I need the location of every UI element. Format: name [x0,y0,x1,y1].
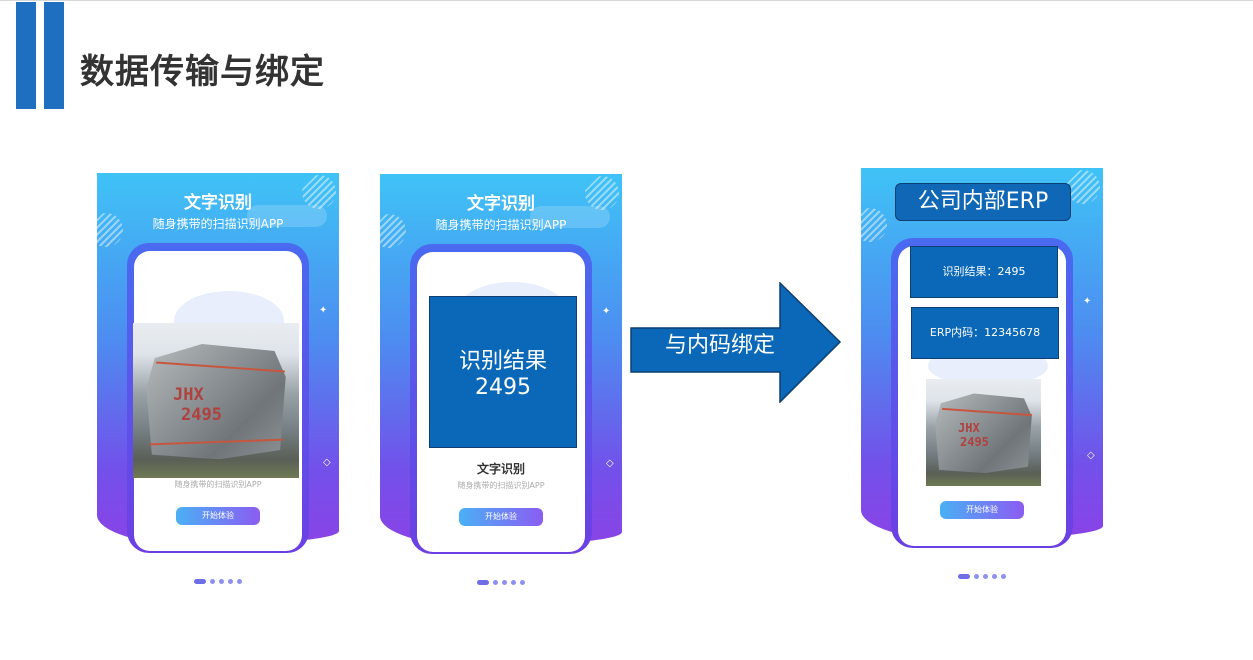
app-header-subtitle: 随身携带的扫描识别APP [435,218,567,232]
screen-subtitle: 随身携带的扫描识别APP [174,480,262,489]
result-text: 识别结果：2495 [942,265,1026,278]
start-button[interactable]: 开始体验 [459,508,543,526]
page-dot-active[interactable] [194,579,206,584]
page-dot[interactable] [493,580,498,585]
page-dot[interactable] [219,579,224,584]
page-dot[interactable] [502,580,507,585]
page-indicator [861,564,1103,583]
recognition-result-box: 识别结果 2495 [429,296,577,448]
sparkle-icon: ◇ [606,458,614,469]
result-value: 2495 [475,375,531,400]
decor-stripes [302,175,336,209]
decor-stripes [1066,170,1100,204]
top-divider [0,0,1253,1]
start-button[interactable]: 开始体验 [176,507,260,525]
stone-block [935,393,1032,474]
sparkle-icon: ✦ [602,306,611,317]
bind-arrow [630,282,842,403]
paint-mark-letters: JHX [958,421,980,435]
accent-bar-right [44,2,64,109]
erp-title-badge: 公司内部ERP [895,183,1071,221]
erp-code-text: ERP内码：12345678 [929,326,1041,339]
stone-photo: JHX 2495 [926,379,1041,486]
stone-photo: JHX 2495 [133,323,299,478]
page-dot[interactable] [237,579,242,584]
app-header-title: 文字识别 [184,193,252,213]
screen-title: 文字识别 [476,462,525,476]
slide-title: 数据传输与绑定 [80,52,325,92]
page-indicator [97,569,339,588]
decor-stripes [861,208,887,242]
page-dot[interactable] [511,580,516,585]
decor-stripes [97,213,123,247]
app-header-subtitle: 随身携带的扫描识别APP [152,217,284,231]
paint-mark-letters: JHX [173,385,204,405]
page-dot[interactable] [983,574,988,579]
paint-mark-number: 2495 [960,435,989,449]
phone-screen-erp: ✦ ◇ 识别结果：2495 ERP内码：12345678 JHX 2495 开始… [861,168,1103,598]
sparkle-icon: ◇ [1087,450,1095,461]
phone-screen-result: 文字识别 随身携带的扫描识别APP ✦ ◇ 文字识别 随身携带的扫描识别APP … [380,174,622,604]
app-header-title: 文字识别 [467,194,535,214]
phone-screen-capture: 文字识别 随身携带的扫描识别APP ✦ ◇ 随身携带的扫描识别APP JHX 2… [97,173,339,603]
decor-cloud [247,205,327,227]
sparkle-icon: ✦ [1083,296,1092,307]
erp-code-box: ERP内码：12345678 [911,307,1059,359]
page-dot[interactable] [520,580,525,585]
decor-cloud [530,206,610,228]
sparkle-icon: ✦ [319,305,328,316]
result-label: 识别结果 [458,349,547,374]
page-dot[interactable] [1001,574,1006,579]
page-dot[interactable] [992,574,997,579]
page-dot[interactable] [228,579,233,584]
paint-mark-number: 2495 [181,405,222,425]
sparkle-icon: ◇ [323,457,331,468]
accent-bar-left [16,2,36,109]
decor-stripes [380,214,406,248]
screen-subtitle: 随身携带的扫描识别APP [457,481,545,490]
page-dot-active[interactable] [477,580,489,585]
result-text-box: 识别结果：2495 [910,246,1058,298]
page-dot[interactable] [210,579,215,584]
page-dot-active[interactable] [958,574,970,579]
start-button[interactable]: 开始体验 [940,501,1024,519]
page-dot[interactable] [974,574,979,579]
decor-stripes [585,176,619,210]
page-indicator [380,570,622,589]
bind-arrow-label: 与内码绑定 [664,333,775,358]
